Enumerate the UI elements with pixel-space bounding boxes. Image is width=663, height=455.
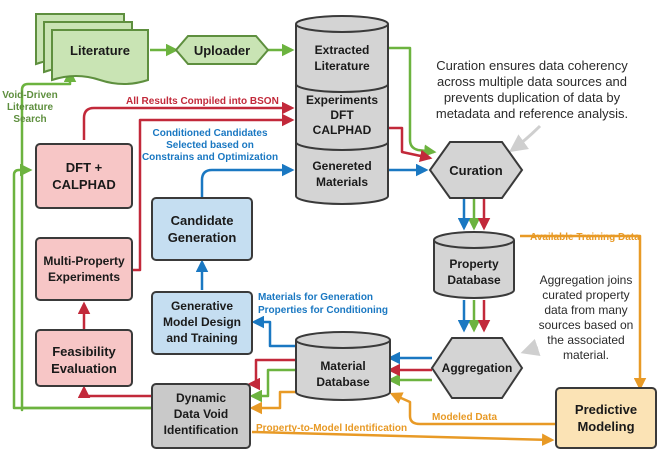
connectors: [12, 43, 647, 446]
aggregation-note-line-3: data from many: [544, 303, 627, 317]
uploader-node: Uploader: [174, 35, 270, 65]
literature-node: Literature: [35, 13, 149, 85]
generative-line-3: and Training: [166, 331, 237, 345]
aggregation-note-line-4: sources based on: [539, 318, 634, 332]
void-line-1: Dynamic: [176, 391, 226, 405]
property-db-line-2: Database: [447, 273, 501, 287]
arrow-results-to-experiments: [82, 101, 295, 140]
curation-note-line-2: across multiple data sources and: [437, 74, 627, 89]
arrow-propdb-to-predictive: [520, 234, 647, 391]
curation-note-line-3: prevents duplication of data by: [444, 90, 621, 105]
aggregation-note-line-5: the associated: [547, 333, 624, 347]
arrow-experiments-to-curation: [388, 126, 433, 163]
material-database-node: Material Database: [295, 331, 391, 401]
arrow-void-search-loop: [20, 69, 152, 412]
curation-note-line-4: metadata and reference analysis.: [436, 106, 628, 121]
dft-line-1: DFT +: [66, 160, 103, 175]
curation-note: Curation ensures data coherency across m…: [436, 58, 628, 121]
void-driven-line-3: Search: [13, 114, 46, 125]
extracted-line-1: Extracted: [315, 43, 370, 57]
extracted-literature-segment: Extracted Literature: [314, 43, 370, 73]
predictive-line-1: Predictive: [575, 402, 637, 417]
arrow-predictive-to-matdb: [389, 392, 556, 426]
feasibility-line-2: Evaluation: [51, 361, 117, 376]
arrow-matdb-to-void-red: [247, 358, 296, 391]
literature-label: Literature: [70, 43, 130, 58]
curation-note-line-1: Curation ensures data coherency: [436, 58, 628, 73]
aggregation-label: Aggregation: [442, 361, 513, 375]
arrow-extracted-to-curation: [388, 46, 437, 157]
edge-labels: Void-Driven Literature Search All Result…: [2, 90, 640, 434]
materials-for-gen-line-1: Materials for Generation: [258, 292, 373, 303]
arrow-void-to-dft-green: [12, 163, 152, 410]
materials-for-gen-line-2: Properties for Conditioning: [258, 305, 388, 316]
multi-property-node: Multi-Property Experiments: [35, 237, 133, 301]
generative-line-1: Generative: [171, 299, 233, 313]
void-driven-line-2: Literature: [7, 102, 54, 113]
predictive-modeling-node: Predictive Modeling: [555, 387, 657, 449]
dynamic-void-node: Dynamic Data Void Identification: [151, 383, 251, 449]
conditioned-line-1: Conditioned Candidates: [153, 128, 268, 139]
experiments-segment: Experiments DFT CALPHAD: [306, 93, 378, 137]
curation-label: Curation: [449, 163, 503, 178]
candidate-line-1: Candidate: [171, 213, 234, 228]
available-training-label: Available Training Data: [530, 232, 640, 243]
property-database-node: Property Database: [433, 231, 515, 299]
multiprop-line-1: Multi-Property: [43, 254, 125, 268]
dft-line-2: CALPHAD: [52, 177, 116, 192]
arrow-matdb-to-void-green: [249, 368, 296, 403]
curation-note-pointer: [509, 124, 542, 153]
aggregation-note-line-1: Aggregation joins: [540, 273, 633, 287]
arrow-matdb-to-generative: [251, 315, 296, 348]
uploader-label: Uploader: [194, 43, 250, 58]
arrow-void-to-predictive: [251, 430, 555, 446]
conditioned-line-3: Constrains and Optimization: [142, 152, 278, 163]
dft-calphad-node: DFT + CALPHAD: [35, 143, 133, 209]
property-to-model-label: Property-to-Model Identification: [256, 423, 407, 434]
modeled-data-label: Modeled Data: [432, 412, 497, 423]
candidate-line-2: Generation: [168, 230, 237, 245]
feasibility-line-1: Feasibility: [52, 344, 116, 359]
void-line-2: Data Void: [174, 407, 228, 421]
generative-model-node: Generative Model Design and Training: [151, 291, 253, 355]
generated-materials-segment: Genereted Materials: [312, 159, 371, 189]
candidate-generation-node: Candidate Generation: [151, 197, 253, 261]
extracted-line-2: Literature: [314, 59, 370, 73]
conditioned-line-2: Selected based on: [166, 140, 254, 151]
arrow-matdb-to-void-orange: [249, 390, 296, 415]
experiments-line-2: DFT: [330, 108, 354, 122]
arrow-candidate-to-generated: [200, 163, 295, 198]
material-db-line-1: Material: [320, 359, 365, 373]
generative-line-2: Model Design: [163, 315, 241, 329]
curation-node: Curation: [428, 141, 524, 199]
material-db-line-2: Database: [316, 375, 370, 389]
predictive-line-2: Modeling: [577, 419, 634, 434]
experiments-line-1: Experiments: [306, 93, 378, 107]
experiments-line-3: CALPHAD: [313, 123, 372, 137]
property-db-line-1: Property: [449, 257, 499, 271]
aggregation-node: Aggregation: [430, 337, 524, 399]
void-driven-line-1: Void-Driven: [2, 90, 57, 101]
aggregation-note-line-6: material.: [563, 348, 609, 362]
aggregation-note-pointer: [520, 338, 541, 356]
central-database-stack: Extracted Literature Experiments DFT CAL…: [295, 15, 389, 205]
aggregation-note: Aggregation joins curated property data …: [539, 273, 634, 362]
void-line-3: Identification: [164, 423, 239, 437]
arrow-multiprop-to-experiments: [132, 113, 295, 272]
aggregation-note-line-2: curated property: [542, 288, 629, 302]
feasibility-node: Feasibility Evaluation: [35, 329, 133, 387]
generated-line-1: Genereted: [312, 159, 371, 173]
all-results-label: All Results Compiled into BSON: [126, 96, 279, 107]
multiprop-line-2: Experiments: [48, 270, 120, 284]
document-stack-icon: [51, 29, 149, 85]
arrow-void-to-feasibility: [77, 385, 152, 398]
generated-line-2: Materials: [316, 175, 368, 189]
